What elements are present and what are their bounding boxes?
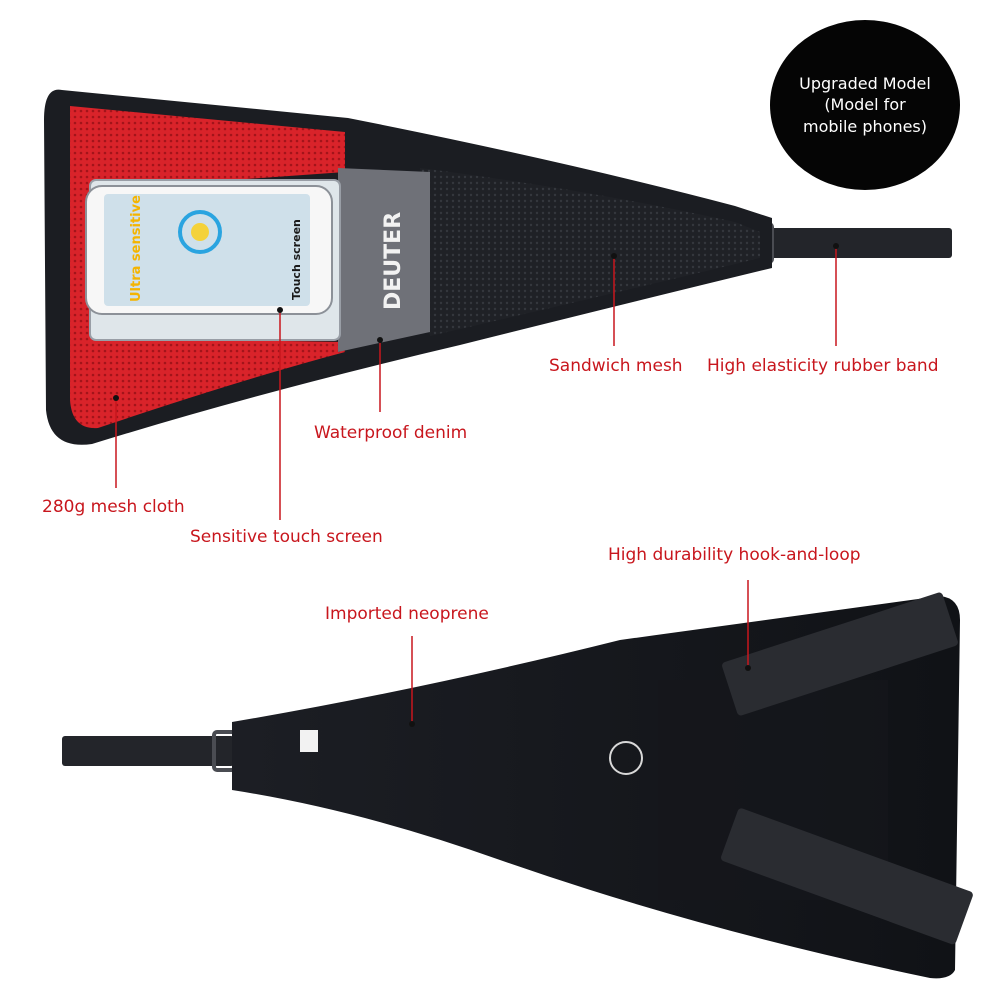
label-neoprene: Imported neoprene	[325, 604, 489, 624]
badge-line-3: mobile phones)	[803, 116, 927, 136]
top-sweat-guard: DEUTER Ultra sensitive Touch screen	[44, 89, 952, 445]
badge-line-1: Upgraded Model	[799, 73, 931, 93]
denim-panel	[338, 168, 430, 352]
bottom-strap	[62, 736, 234, 766]
label-denim: Waterproof denim	[314, 423, 468, 443]
label-touch-screen: Sensitive touch screen	[190, 527, 383, 547]
pointer-lines	[115, 246, 837, 722]
logo-mark-icon	[609, 741, 643, 775]
tag-label	[300, 730, 318, 752]
touch-circle-icon	[178, 210, 222, 254]
label-mesh-cloth: 280g mesh cloth	[42, 497, 185, 517]
brand-logo: DEUTER	[381, 212, 406, 310]
screen-text: Ultra sensitive	[129, 195, 144, 302]
hook-loop-strap-bottom	[721, 808, 973, 945]
badge-line-2: (Model for	[824, 95, 906, 115]
label-rubber-band: High elasticity rubber band	[707, 356, 939, 376]
hook-loop-strap-top	[722, 592, 958, 716]
upgraded-model-badge: Upgraded Model (Model for mobile phones)	[770, 20, 960, 190]
label-sandwich-mesh: Sandwich mesh	[549, 356, 683, 376]
screen-subtext: Touch screen	[290, 219, 303, 300]
bottom-sweat-guard	[62, 592, 973, 979]
label-hook-loop: High durability hook-and-loop	[608, 545, 861, 565]
pointer-dots	[113, 243, 839, 727]
sandwich-mesh-area	[420, 168, 760, 336]
rubber-band-strap	[760, 228, 952, 258]
